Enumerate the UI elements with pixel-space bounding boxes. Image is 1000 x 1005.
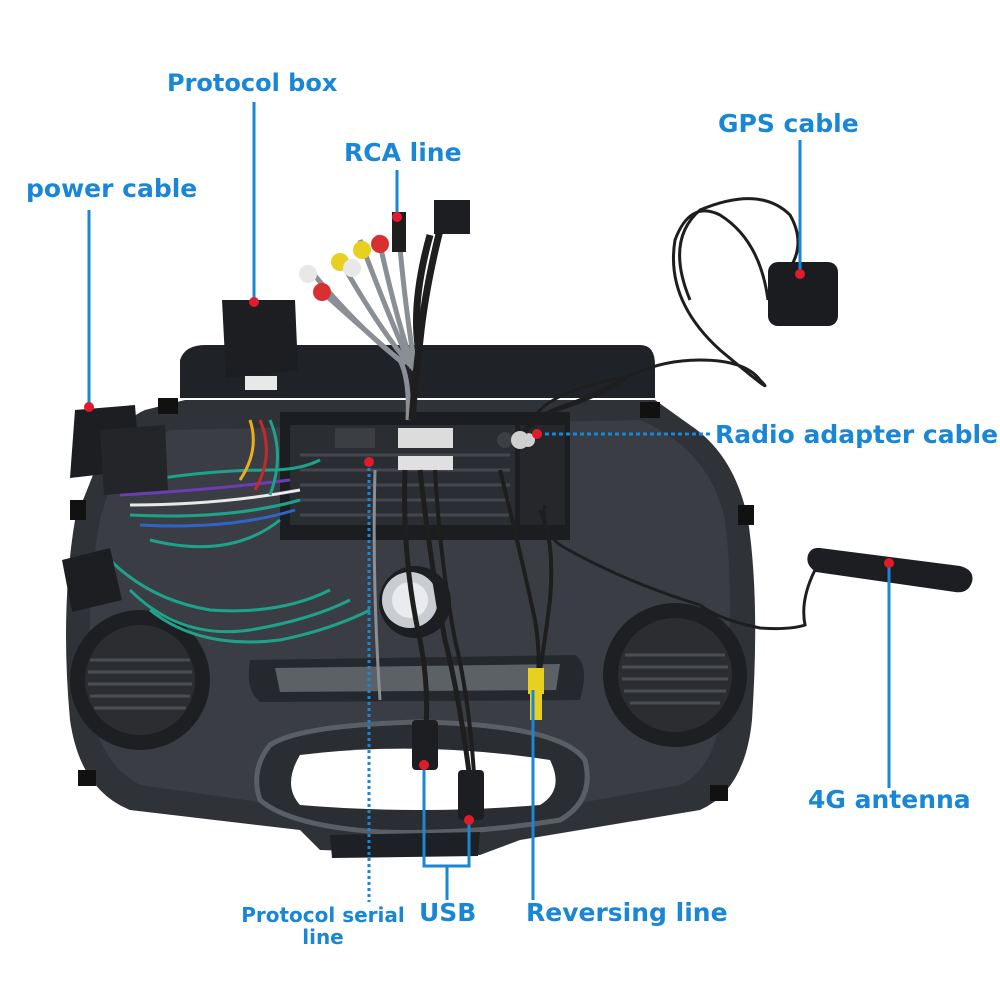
reversing-rca bbox=[528, 668, 544, 720]
power-connectors bbox=[62, 405, 168, 612]
label-protocol-box: Protocol box bbox=[167, 69, 338, 97]
radio-cable bbox=[511, 375, 627, 449]
label-gps-cable: GPS cable bbox=[718, 109, 859, 138]
label-radio-adapter-cable: Radio adapter cable bbox=[715, 420, 999, 449]
marker-dots bbox=[84, 212, 894, 825]
label-power-cable: power cable bbox=[26, 174, 198, 203]
wire-harness bbox=[108, 419, 371, 644]
leader-lines bbox=[87, 102, 891, 902]
label-protocol-serial-line-2: line bbox=[302, 925, 344, 949]
protocol-box bbox=[222, 300, 298, 390]
label-usb: USB bbox=[419, 898, 477, 927]
label-rca-line: RCA line bbox=[344, 138, 462, 167]
label-protocol-serial-line-1: Protocol serial bbox=[241, 903, 405, 927]
label-protocol-serial-line: Protocol serial line bbox=[241, 904, 405, 948]
label-reversing-line: Reversing line bbox=[526, 898, 728, 927]
usb-connectors bbox=[412, 720, 484, 820]
gps-cable bbox=[523, 197, 838, 441]
rca-bundle bbox=[299, 200, 470, 421]
front-cables bbox=[372, 469, 554, 791]
label-4g-antenna: 4G antenna bbox=[808, 785, 971, 814]
